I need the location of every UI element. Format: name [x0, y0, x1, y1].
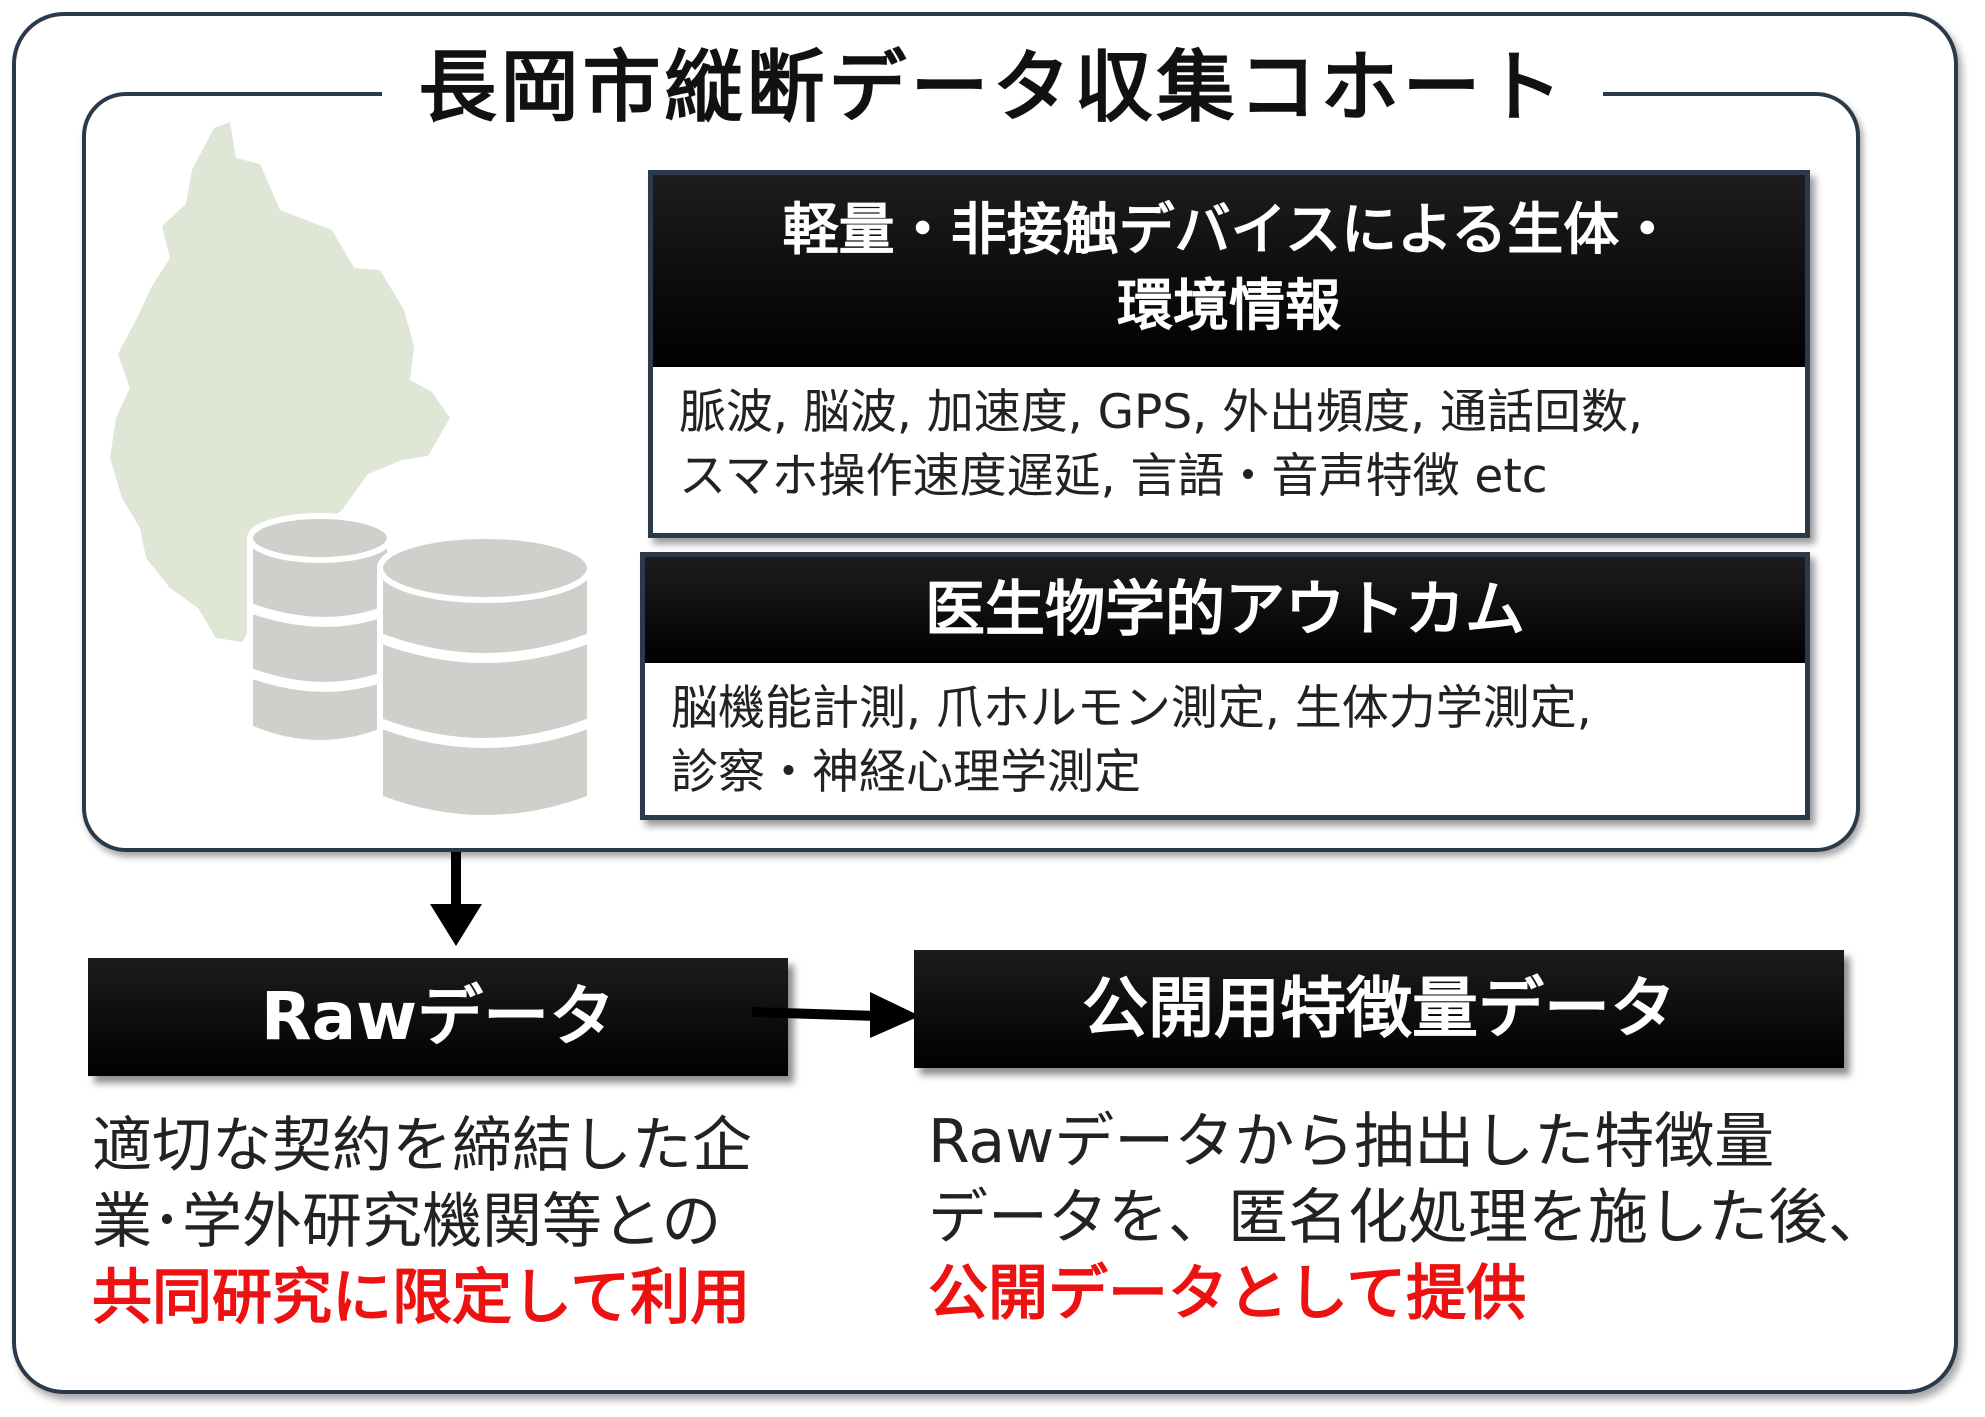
sensor-heading-line-1: 軽量・非接触デバイスによる生体・	[782, 198, 1676, 263]
sensor-body-line-1: 脈波, 脳波, 加速度, GPS, 外出頻度, 通話回数,	[679, 385, 1643, 440]
sensor-info-box: 軽量・非接触デバイスによる生体・ 環境情報 脈波, 脳波, 加速度, GPS, …	[648, 170, 1810, 538]
sensor-info-body: 脈波, 脳波, 加速度, GPS, 外出頻度, 通話回数, スマホ操作速度遅延,…	[653, 367, 1805, 523]
raw-desc-line-1: 適切な契約を締結した企	[92, 1111, 752, 1181]
sensor-body-line-2: スマホ操作速度遅延, 言語・音声特徴 etc	[679, 449, 1548, 504]
raw-data-description: 適切な契約を締結した企 業･学外研究機関等との 共同研究に限定して利用	[92, 1108, 832, 1336]
database-icon	[247, 513, 593, 821]
raw-desc-highlight: 共同研究に限定して利用	[92, 1263, 751, 1333]
raw-data-box: Rawデータ	[88, 958, 788, 1076]
public-desc-highlight: 公開データとして提供	[928, 1259, 1527, 1329]
raw-desc-line-2: 業･学外研究機関等との	[92, 1187, 722, 1257]
outcome-body-line-1: 脳機能計測, 爪ホルモン測定, 生体力学測定,	[671, 681, 1592, 736]
cohort-title: 長岡市縦断データ収集コホート	[382, 28, 1603, 148]
public-data-description: Rawデータから抽出した特徴量 データを、匿名化処理を施した後、 公開データとし…	[928, 1104, 1888, 1332]
sensor-heading-line-2: 環境情報	[1117, 274, 1341, 339]
outcome-body-line-2: 診察・神経心理学測定	[671, 745, 1141, 800]
arrow-right-icon	[752, 992, 920, 1038]
arrow-down-icon	[430, 852, 482, 946]
public-desc-line-1: Rawデータから抽出した特徴量	[928, 1107, 1775, 1177]
public-desc-line-2: データを、匿名化処理を施した後、	[928, 1183, 1888, 1253]
sensor-info-heading: 軽量・非接触デバイスによる生体・ 環境情報	[653, 175, 1805, 367]
outcome-info-heading: 医生物学的アウトカム	[645, 557, 1805, 663]
nagaoka-map-icon	[110, 122, 450, 642]
outcome-info-body: 脳機能計測, 爪ホルモン測定, 生体力学測定, 診察・神経心理学測定	[645, 663, 1805, 815]
public-data-box: 公開用特徴量データ	[914, 950, 1844, 1068]
outcome-info-box: 医生物学的アウトカム 脳機能計測, 爪ホルモン測定, 生体力学測定, 診察・神経…	[640, 552, 1810, 820]
